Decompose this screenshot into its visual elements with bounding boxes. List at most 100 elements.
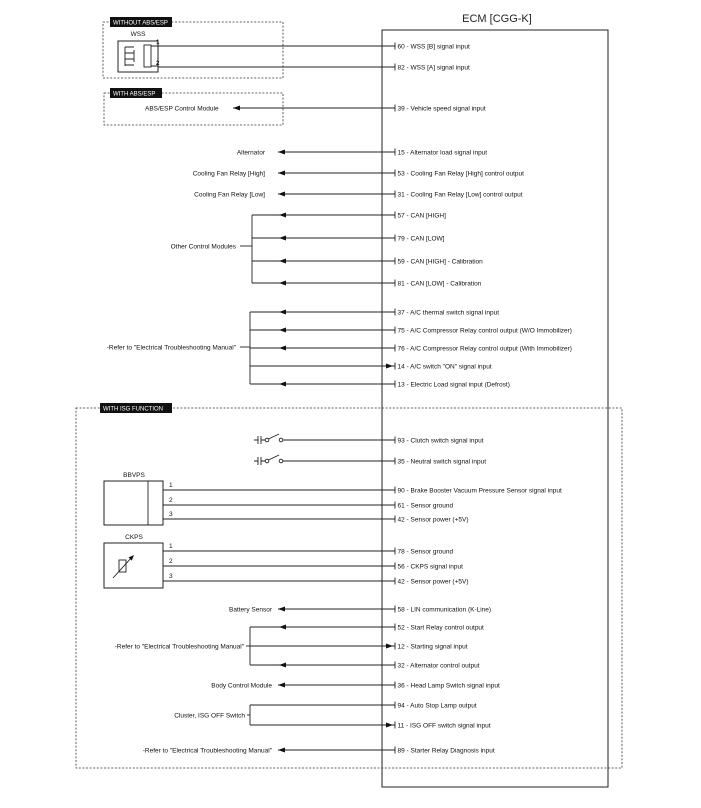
arrowhead-left-icon <box>279 258 286 264</box>
arrowhead-right-icon <box>386 363 393 369</box>
ecm-pin-row: 11 - ISG OFF switch signal input <box>250 721 491 729</box>
ecm-pin-row: 15 - Alternator load signal input <box>278 148 488 156</box>
ecm-pin-row: 39 - Vehicle speed signal input <box>233 104 486 112</box>
ecm-pin-row: 58 - LIN communication (K-Line) <box>278 605 491 613</box>
arrowhead-left-icon <box>278 747 285 753</box>
ecm-pin-row: 14 - A/C switch "ON" signal input <box>250 362 492 370</box>
cluster-isg-off-switch-label: Cluster, ISG OFF Switch <box>174 712 245 719</box>
ecm-pin-label: 13 - Electric Load signal input (Defrost… <box>398 381 510 388</box>
wss-internal-leads <box>151 45 158 67</box>
ecm-pin-label: 12 - Starting signal input <box>398 643 468 650</box>
refer-manual-starter-label: -Refer to "Electrical Troubleshooting Ma… <box>143 747 273 754</box>
ecm-pin-row: 31 - Cooling Fan Relay [Low] control out… <box>278 190 523 198</box>
ckps-pin-2-label: 2 <box>169 558 173 565</box>
ecm-pin-label: 15 - Alternator load signal input <box>398 149 488 156</box>
ecm-pin-label: 60 - WSS [B] signal input <box>398 43 470 50</box>
arrowhead-left-icon <box>279 345 286 351</box>
ecm-pin-label: 31 - Cooling Fan Relay [Low] control out… <box>398 191 523 198</box>
refer-manual-start-label: -Refer to "Electrical Troubleshooting Ma… <box>115 643 245 650</box>
ecm-pin-row: 75 - A/C Compressor Relay control output… <box>250 326 572 334</box>
ecm-pin-row: 79 - CAN [LOW] <box>252 234 445 242</box>
arrowhead-left-icon <box>278 606 285 612</box>
arrowhead-left-icon <box>278 170 285 176</box>
arrowhead-left-icon <box>279 624 286 630</box>
section-tab-label: WITH ABS/ESP <box>113 91 155 97</box>
ckps-pin-3-label: 3 <box>169 573 173 580</box>
ecm-pin-label: 32 - Alternator control output <box>398 662 480 669</box>
arrowhead-right-icon <box>386 722 393 728</box>
section-border <box>75 407 623 769</box>
ecm-pin-row: 89 - Starter Relay Diagnosis input <box>278 746 495 754</box>
ecm-pin-label: 11 - ISG OFF switch signal input <box>398 722 491 729</box>
switch-contact <box>278 458 284 464</box>
arrowhead-right-icon <box>386 643 393 649</box>
bbvps-label: BBVPS <box>123 472 145 479</box>
switch-terminal <box>254 436 265 444</box>
ckps-pin-1-label: 1 <box>169 543 173 550</box>
wss-coil-icon <box>124 46 135 66</box>
section-tab-label: WITHOUT ABS/ESP <box>113 20 168 26</box>
ecm-pin-label: 52 - Start Relay control output <box>398 624 485 631</box>
section-with-abs-esp: WITH ABS/ESP ABS/ESP Control Module <box>103 88 284 126</box>
body-control-module-label: Body Control Module <box>211 682 272 689</box>
switch-contact <box>264 437 270 443</box>
ecm-pin-row: 37 - A/C thermal switch signal input <box>250 308 499 316</box>
section-tab <box>100 403 172 413</box>
ecm-pin-label: 93 - Clutch switch signal input <box>398 437 484 444</box>
arrowhead-left-icon <box>279 309 286 315</box>
ecm-pin-label: 75 - A/C Compressor Relay control output… <box>398 327 572 334</box>
ecm-pin-label: 94 - Auto Stop Lamp output <box>398 702 477 709</box>
arrowhead-left-icon <box>279 662 286 668</box>
ecm-pin-label: 79 - CAN [LOW] <box>398 235 445 242</box>
refer-manual-ac-label: -Refer to "Electrical Troubleshooting Ma… <box>107 344 237 351</box>
arrowhead-left-icon <box>279 327 286 333</box>
ecm-pin-label: 42 - Sensor power (+5V) <box>398 578 469 585</box>
neutral-switch-icon <box>254 454 284 465</box>
ecm-pin-label: 42 - Sensor power (+5V) <box>398 516 469 523</box>
section-tab <box>110 88 162 98</box>
ckps-body <box>103 542 164 589</box>
ecm-pin-row: 12 - Starting signal input <box>250 642 468 650</box>
ecm-pin-row: 60 - WSS [B] signal input <box>158 42 470 50</box>
ckps-label: CKPS <box>125 534 143 541</box>
bracket-cluster-isg-off-switch <box>247 705 251 725</box>
ecm-pin-label: 56 - CKPS signal input <box>398 563 464 570</box>
ecm-pin-row: 56 - CKPS signal input <box>163 562 464 570</box>
clutch-switch-icon <box>254 433 284 444</box>
ecm-pin-label: 61 - Sensor ground <box>398 502 454 509</box>
bbvps-pin-3-label: 3 <box>169 511 173 518</box>
ckps-component <box>103 542 164 589</box>
ecm-pin-label: 82 - WSS [A] signal input <box>398 64 470 71</box>
variable-arrowhead <box>128 555 134 561</box>
ecm-pin-label: 36 - Head Lamp Switch signal input <box>398 682 500 689</box>
ecm-pin-label: 90 - Brake Booster Vacuum Pressure Senso… <box>398 487 562 494</box>
ecm-pin-label: 14 - A/C switch "ON" signal input <box>398 363 492 370</box>
ecm-pin-row: 32 - Alternator control output <box>250 661 480 669</box>
ecm-pin-row: 82 - WSS [A] signal input <box>158 63 470 71</box>
ecm-title: ECM [CGG-K] <box>462 13 532 25</box>
ecm-pin-row: 90 - Brake Booster Vacuum Pressure Senso… <box>163 486 562 494</box>
switch-terminal <box>254 457 265 465</box>
switch-contact <box>278 437 284 443</box>
bbvps-pin-2-label: 2 <box>169 497 173 504</box>
bbvps-body <box>103 480 164 526</box>
ecm-pin-row: 57 - CAN [HIGH] <box>252 211 446 219</box>
ecm-pin-row: 61 - Sensor ground <box>163 501 454 509</box>
switch-lever <box>268 454 280 461</box>
arrowhead-left-icon <box>279 212 286 218</box>
ecm-pin-row: 81 - CAN [LOW] - Calibration <box>252 279 482 287</box>
ecm-pin-row: 36 - Head Lamp Switch signal input <box>278 681 500 689</box>
ecm-pin-label: 35 - Neutral switch signal input <box>398 458 487 465</box>
ecm-pin-label: 59 - CAN [HIGH] - Calibration <box>398 258 484 265</box>
arrowhead-left-icon <box>279 235 286 241</box>
ecm-pin-row: 94 - Auto Stop Lamp output <box>250 701 477 709</box>
wss-component <box>117 40 159 73</box>
section-with-isg-function: WITH ISG FUNCTION BBVPS 1 2 3 CKPS <box>75 403 623 769</box>
abs-esp-module-label: ABS/ESP Control Module <box>145 105 219 112</box>
ecm-pin-row: 93 - Clutch switch signal input <box>283 436 484 444</box>
ecm-pin-row: 13 - Electric Load signal input (Defrost… <box>250 380 510 388</box>
ecm-pin-row: 78 - Sensor ground <box>163 547 454 555</box>
ecm-pin-row: 52 - Start Relay control output <box>250 623 485 631</box>
variable-arrow <box>112 556 133 579</box>
